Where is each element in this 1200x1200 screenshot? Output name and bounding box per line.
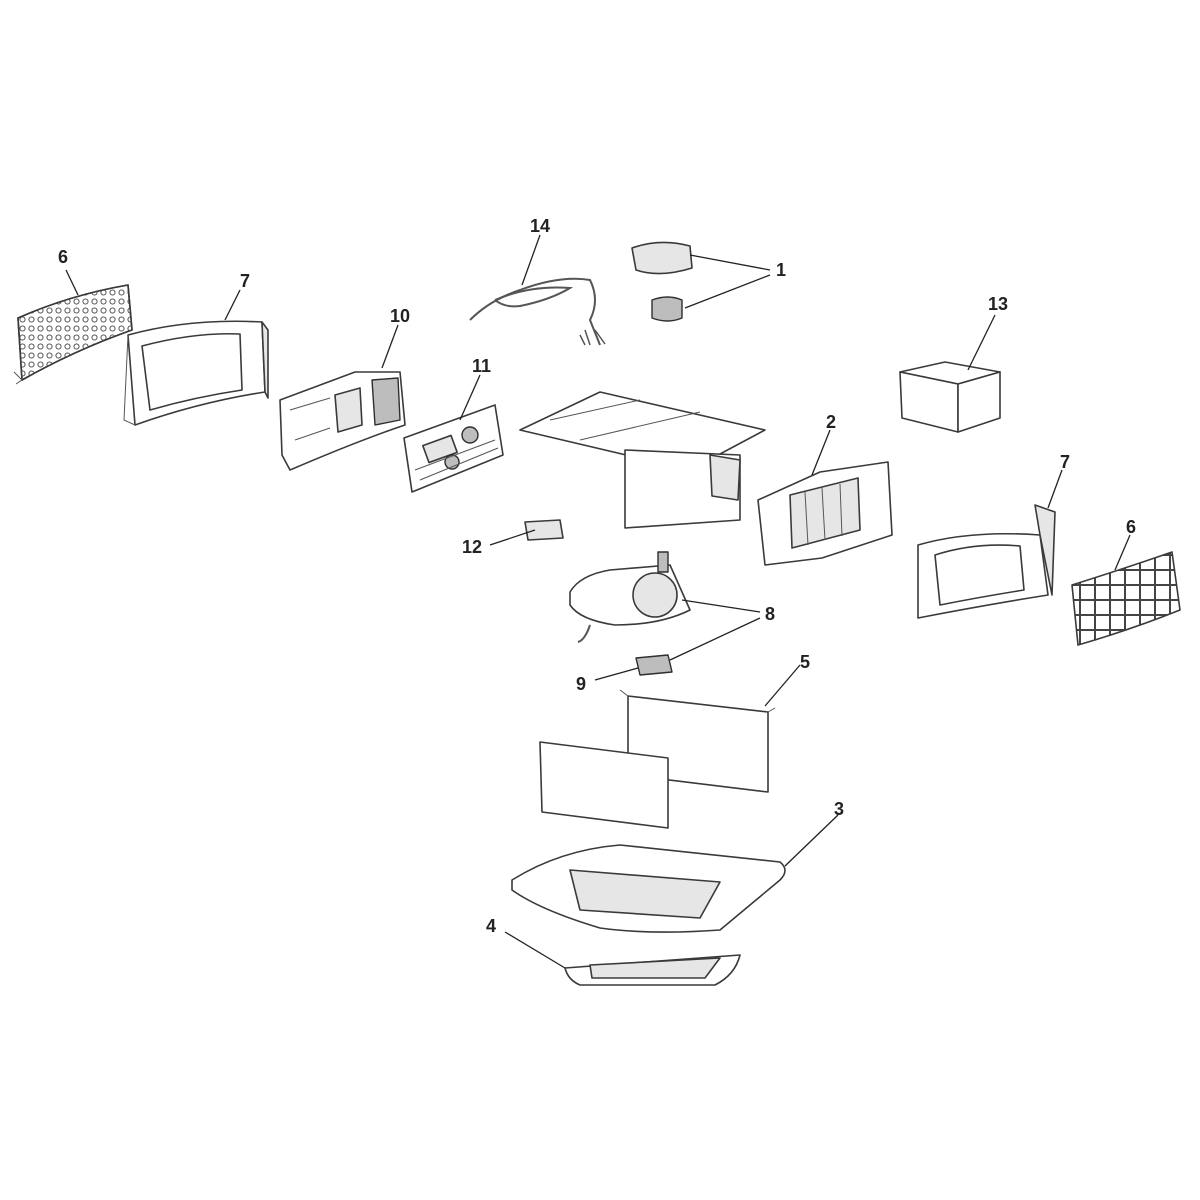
part-12-switch [524, 519, 564, 541]
part-2-end-panel [757, 461, 893, 566]
chassis-frame [519, 391, 766, 529]
part-7-right-cover [917, 504, 1056, 619]
leader-lines [65, 234, 1131, 969]
part-11-circuit-board [403, 404, 504, 493]
part-14-wire-harness [469, 277, 606, 346]
callout-8: 8 [765, 604, 775, 624]
part-3-lower-tray [511, 844, 786, 933]
callout-4: 4 [486, 916, 496, 936]
callout-14: 14 [530, 216, 550, 236]
part-13-box [899, 361, 1001, 433]
callouts: 6 7 10 11 14 1 13 2 7 6 12 8 9 5 3 4 [58, 216, 1136, 936]
part-1-gear-set [631, 241, 693, 322]
callout-11: 11 [472, 356, 491, 376]
part-10-end-panel [279, 371, 406, 471]
part-8-motor [569, 551, 691, 643]
part-5-plates [539, 689, 776, 829]
callout-7-left: 7 [240, 271, 250, 291]
callout-1: 1 [776, 260, 786, 280]
part-6-right-lens [1071, 551, 1181, 646]
callout-12: 12 [462, 537, 482, 557]
part-9-sensor [635, 654, 673, 676]
callout-9: 9 [576, 674, 586, 694]
callout-3: 3 [834, 799, 844, 819]
callout-13: 13 [988, 294, 1008, 314]
callout-10: 10 [390, 306, 410, 326]
callout-6-left: 6 [58, 247, 68, 267]
callout-6-right: 6 [1126, 517, 1136, 537]
part-7-left-cover [123, 320, 269, 426]
callout-5: 5 [800, 652, 810, 672]
callout-2: 2 [826, 412, 836, 432]
part-4-lens-frame [564, 954, 741, 986]
part-6-left-lens [13, 284, 133, 385]
callout-7-right: 7 [1060, 452, 1070, 472]
